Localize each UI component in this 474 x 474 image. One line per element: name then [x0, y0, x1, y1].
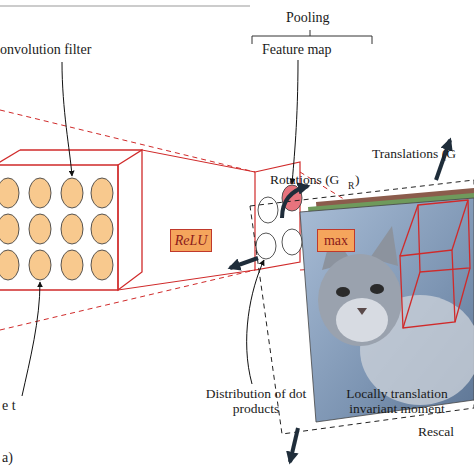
annotation-text: ) [355, 172, 360, 187]
filter-block [0, 150, 142, 290]
bracket-tick [310, 30, 311, 36]
annotation-text: Rotations (G [270, 172, 339, 187]
annotation-text: Translations (G [372, 146, 456, 161]
annotation-text: Feature map [262, 42, 332, 57]
annotation-text: onvolution filter [0, 42, 91, 57]
annotation-text: Pooling [286, 10, 330, 25]
annotation-text: R [348, 179, 354, 194]
annotation-text: Locally translation invariant moment [332, 386, 462, 416]
operation-box: max [317, 229, 355, 252]
filter-weights [0, 178, 113, 280]
rule [0, 6, 250, 7]
annotation-text: Distribution of dot products [200, 386, 312, 416]
operation-name: max [324, 233, 348, 249]
annotation-text: a) [2, 450, 13, 465]
receptive-field [400, 200, 470, 328]
annotation-text: Rescal [418, 424, 454, 439]
feature-map-cells [256, 185, 302, 259]
annotation-text: e t [2, 398, 16, 413]
operation-name: ReLU [175, 233, 208, 249]
operation-box: ReLU [170, 229, 212, 252]
cat-illustration [318, 226, 474, 405]
